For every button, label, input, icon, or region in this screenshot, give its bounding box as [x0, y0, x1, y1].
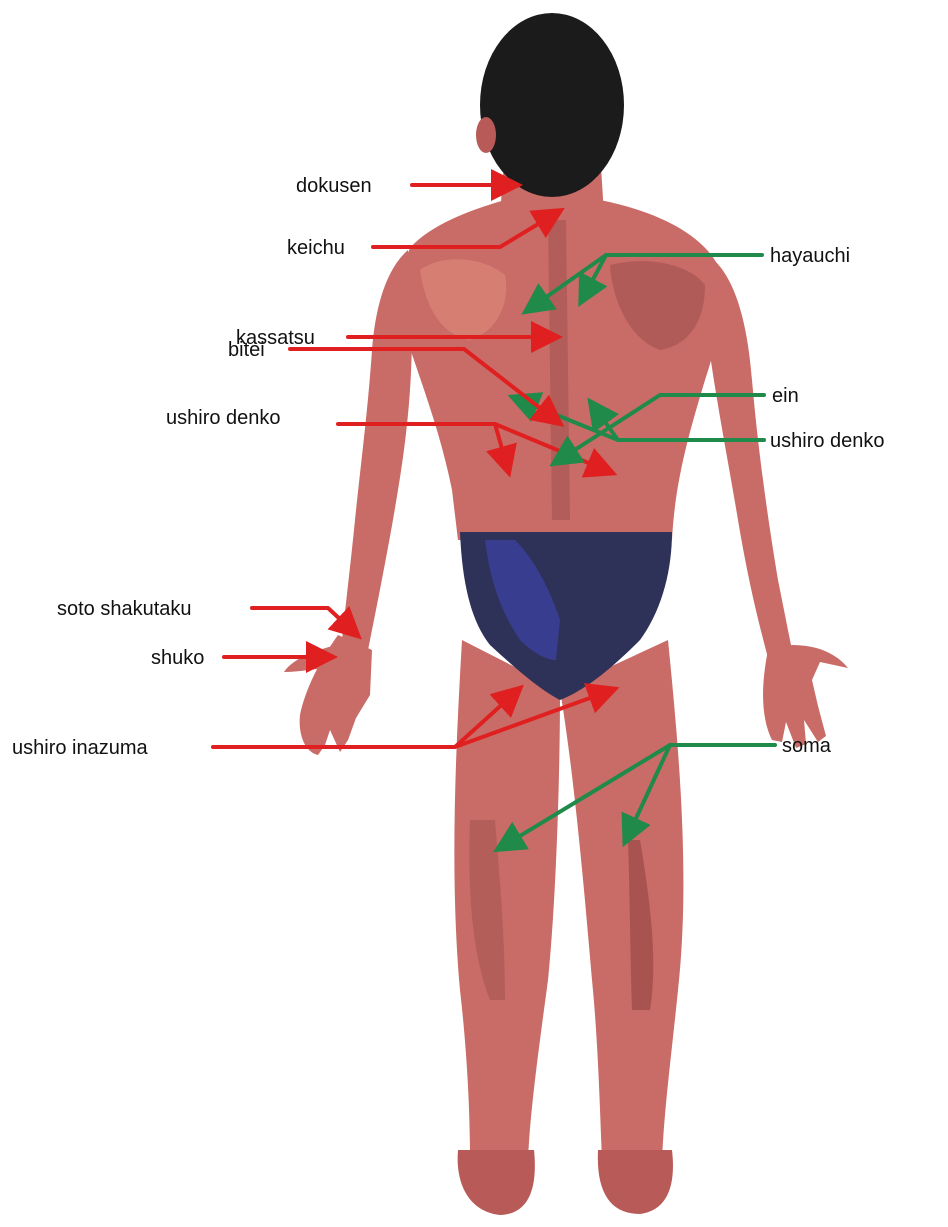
- label-keichu: keichu: [287, 237, 345, 259]
- label-soma: soma: [782, 735, 832, 757]
- label-dokusen: dokusen: [296, 175, 372, 197]
- label-soto-shakutaku: soto shakutaku: [57, 598, 192, 620]
- left-leg: [454, 640, 560, 1160]
- right-arm: [708, 262, 792, 658]
- label-bitei: bitei: [228, 339, 265, 361]
- soto-shakutaku-pointer: [252, 608, 356, 634]
- head-hair: [480, 13, 624, 197]
- label-ein: ein: [772, 385, 799, 407]
- right-hand: [763, 645, 848, 748]
- label-shuko: shuko: [151, 647, 204, 669]
- ear: [476, 117, 496, 153]
- label-ushiro-denko-left: ushiro denko: [166, 407, 281, 429]
- label-ushiro-denko-right: ushiro denko: [770, 430, 885, 452]
- label-hayauchi: hayauchi: [770, 245, 850, 267]
- right-foot: [598, 1150, 673, 1214]
- right-leg: [560, 640, 683, 1160]
- left-foot: [458, 1150, 535, 1215]
- label-ushiro-inazuma: ushiro inazuma: [12, 737, 149, 759]
- left-arm: [342, 250, 412, 650]
- left-hand: [300, 635, 372, 755]
